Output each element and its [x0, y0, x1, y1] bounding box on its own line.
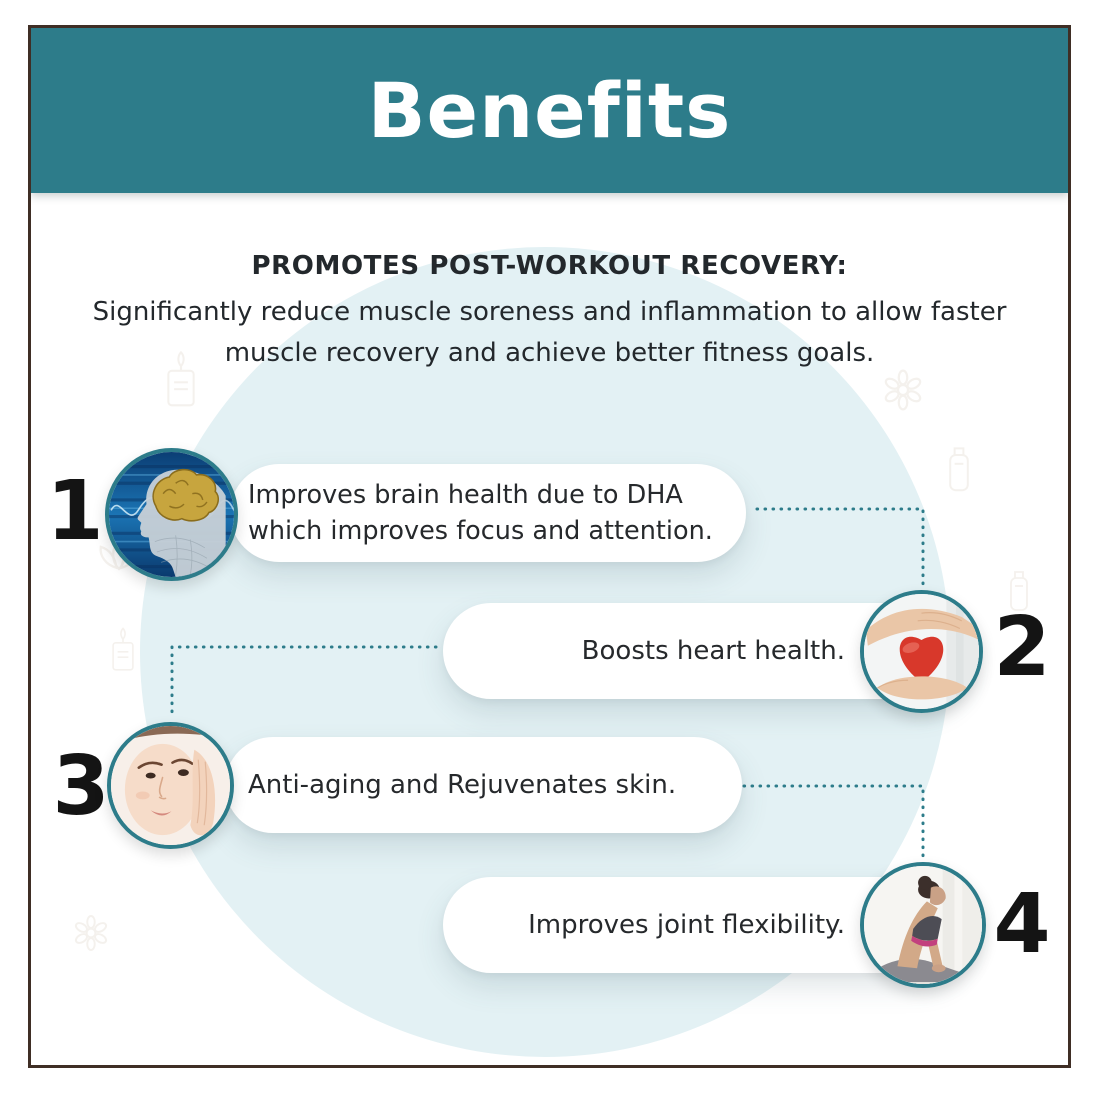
benefit-3-label: Anti-aging and Rejuvenates skin. — [248, 770, 677, 800]
benefit-3-card: Anti-aging and Rejuvenates skin. — [225, 737, 742, 833]
intro-section: PROMOTES POST-WORKOUT RECOVERY: Signific… — [31, 250, 1068, 374]
intro-heading: PROMOTES POST-WORKOUT RECOVERY: — [251, 251, 848, 281]
intro-text-line-2: muscle recovery and achieve better fitne… — [224, 338, 875, 368]
intro-text-line-1: Significantly reduce muscle soreness and… — [92, 297, 1007, 327]
woman-face-icon — [111, 726, 230, 845]
benefit-3-number: 3 — [52, 739, 110, 834]
benefit-3-image — [107, 722, 234, 849]
yoga-pose-icon — [864, 866, 982, 984]
header-band: Benefits — [31, 28, 1068, 193]
benefit-1-label: Improves brain health due to DHA which i… — [248, 480, 713, 546]
connector-lines — [170, 507, 925, 858]
benefit-4-number: 4 — [993, 877, 1051, 972]
benefit-4-label: Improves joint flexibility. — [528, 910, 845, 940]
heart-in-hands-icon — [864, 594, 979, 709]
benefit-4-image — [860, 862, 986, 988]
benefit-2-image — [860, 590, 983, 713]
brain-icon — [109, 452, 234, 577]
dotted-connector-1-2 — [755, 507, 925, 586]
page-title: Benefits — [367, 66, 732, 155]
benefit-1-number: 1 — [46, 464, 104, 559]
benefit-2-label: Boosts heart health. — [581, 636, 845, 666]
benefit-1-card: Improves brain health due to DHA which i… — [230, 464, 746, 562]
content-area: Benefits PROMOTES POST-WORKOUT RECOVERY:… — [31, 28, 1068, 1065]
benefit-1-image — [105, 448, 238, 581]
benefit-2-number: 2 — [993, 600, 1051, 695]
dotted-connector-3-4 — [742, 784, 925, 858]
dotted-connector-2-3 — [170, 645, 438, 717]
